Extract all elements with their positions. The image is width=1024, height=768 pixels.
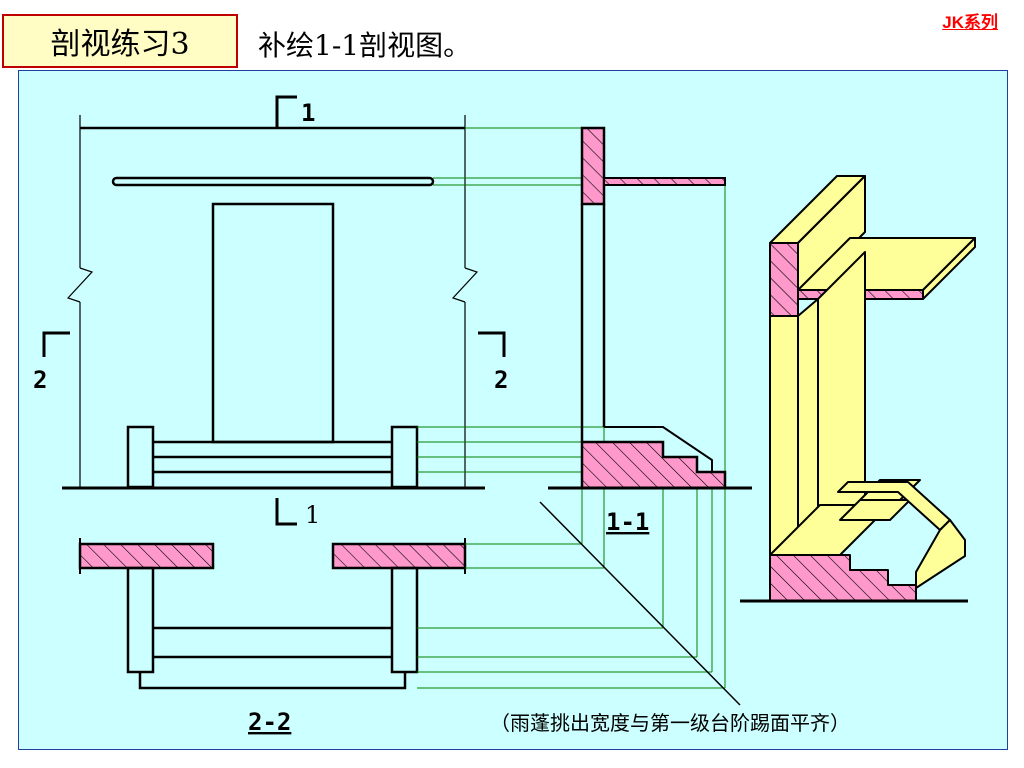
plan-section-2-2 bbox=[78, 538, 467, 690]
instruction-text: 补绘1-1剖视图。 bbox=[258, 29, 472, 62]
exercise-title: 剖视练习3 bbox=[2, 14, 238, 68]
section-1-1 bbox=[548, 126, 752, 490]
lintel-section bbox=[580, 126, 606, 206]
view-label-2-2: 2-2 bbox=[248, 708, 291, 736]
view-label-1-1: 1-1 bbox=[606, 508, 649, 536]
miter-line bbox=[539, 501, 741, 706]
steps-cut-face bbox=[769, 554, 917, 602]
pier-side bbox=[915, 519, 966, 589]
cut-label-2-right: 2 bbox=[494, 366, 508, 394]
right-pier-plan bbox=[390, 566, 419, 674]
left-pier-plan bbox=[126, 566, 155, 674]
left-pier bbox=[126, 425, 155, 489]
pictorial-model bbox=[740, 175, 976, 603]
canopy-slab bbox=[111, 176, 435, 187]
wall-front-face bbox=[769, 315, 799, 556]
right-break-symbol bbox=[451, 267, 479, 303]
front-elevation bbox=[62, 115, 485, 490]
canopy-edge bbox=[922, 237, 976, 300]
right-pier bbox=[390, 425, 419, 489]
plan-step-3 bbox=[138, 672, 407, 690]
door-opening bbox=[211, 202, 335, 444]
series-link[interactable]: JK系列 bbox=[942, 13, 998, 32]
canopy-section bbox=[603, 177, 726, 186]
right-wall-section bbox=[331, 542, 467, 570]
pier-outline bbox=[604, 426, 713, 472]
cut-label-1-top: 1 bbox=[301, 99, 315, 127]
steps-section bbox=[580, 440, 727, 490]
left-wall-section bbox=[78, 542, 215, 570]
canopy-note: （雨蓬挑出宽度与第一级台阶踢面平齐） bbox=[490, 711, 850, 735]
projection-lines bbox=[417, 127, 726, 689]
cut-label-1-bottom: 1 bbox=[305, 501, 320, 529]
cut-mark-1-bottom bbox=[275, 498, 297, 526]
left-break-symbol bbox=[66, 267, 94, 303]
cutting-plane-marks bbox=[42, 95, 506, 526]
cut-mark-2-right bbox=[478, 331, 506, 357]
lintel-cut-face bbox=[769, 242, 799, 317]
cut-mark-1-top bbox=[275, 95, 297, 128]
cut-label-2-left: 2 bbox=[33, 366, 47, 394]
cut-mark-2-left bbox=[42, 331, 70, 357]
